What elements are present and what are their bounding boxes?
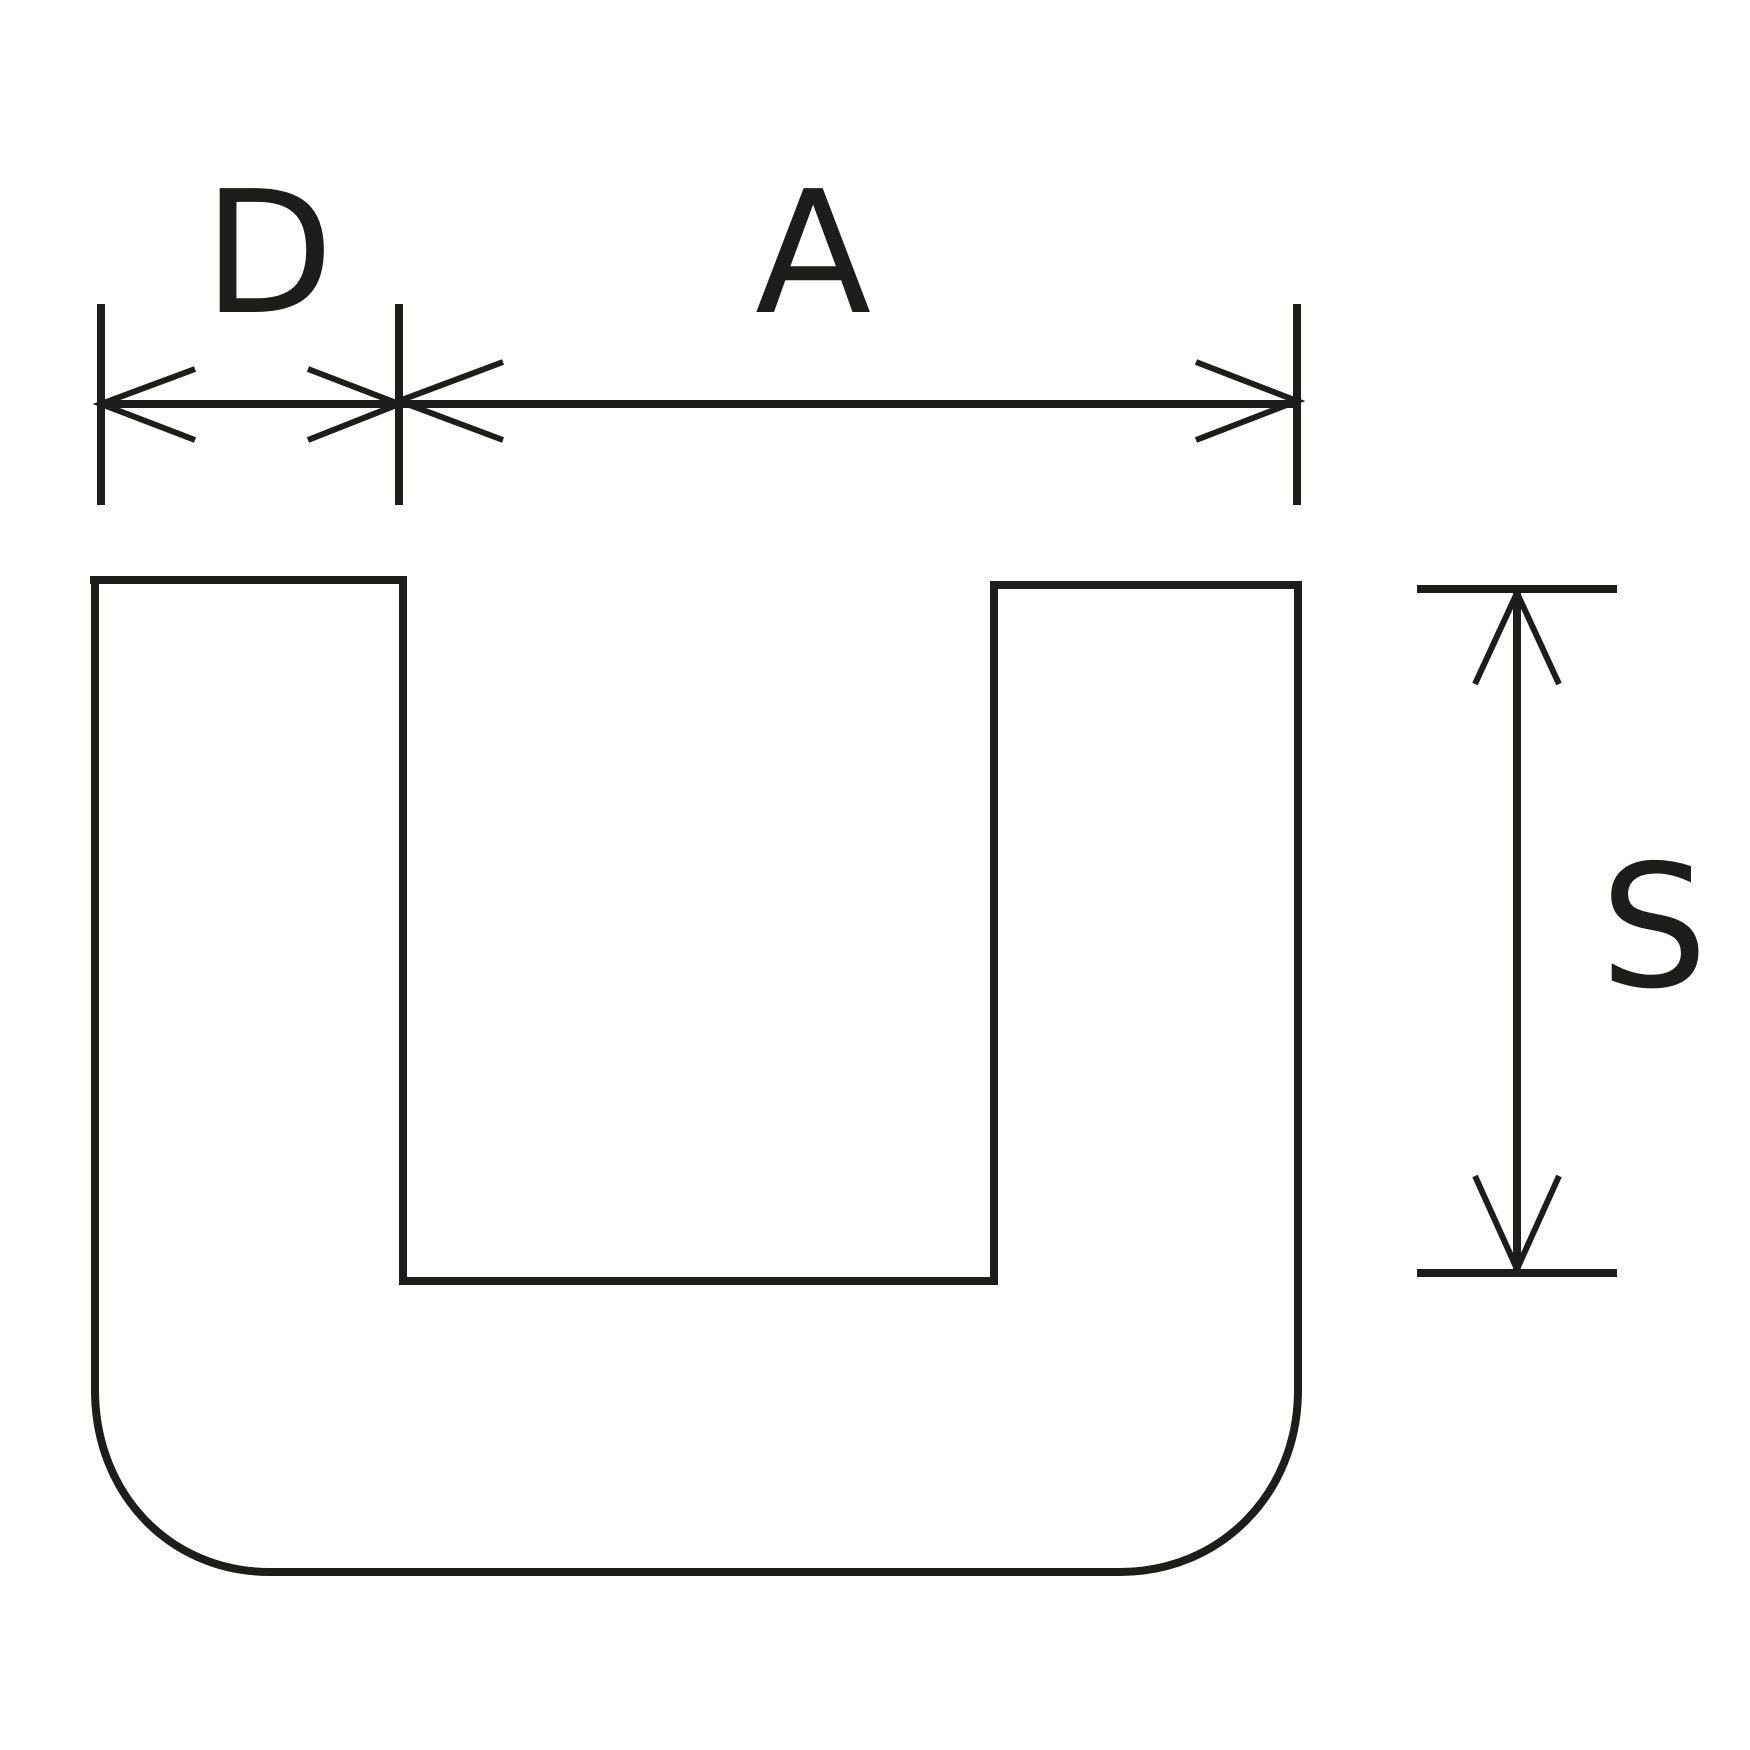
d-dimension-label: D: [203, 155, 334, 353]
u-profile-outline: [90, 576, 1302, 1576]
a-right-arrowhead: [1194, 359, 1306, 443]
a-left-arrowhead: [390, 359, 505, 443]
s-bottom-arrowhead: [1472, 1174, 1562, 1277]
a-dimension-label: A: [755, 155, 871, 353]
s-dimension-label: S: [1600, 829, 1708, 1027]
d-left-arrowhead: [92, 366, 197, 443]
s-top-arrowhead: [1472, 585, 1562, 686]
